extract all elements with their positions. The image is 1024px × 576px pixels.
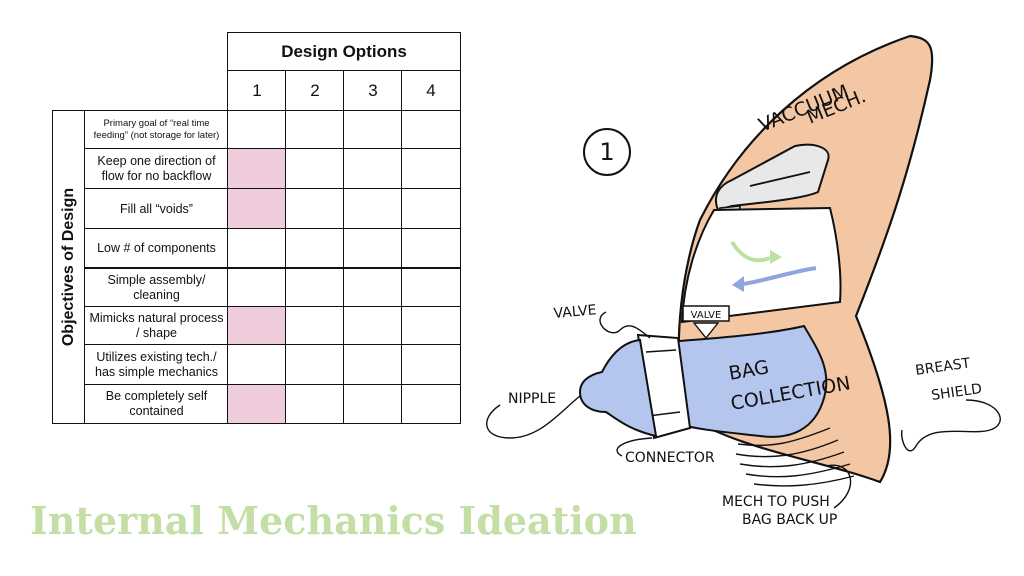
matrix-cell-option-4 (401, 228, 461, 268)
matrix-cell-option-3 (343, 344, 403, 386)
matrix-cell-option-2 (285, 110, 345, 150)
matrix-cell-option-1 (227, 384, 287, 424)
valve-label: VALVE (553, 302, 597, 322)
option-4-header: 4 (401, 70, 461, 112)
matrix-cell-option-3 (343, 148, 403, 190)
air-chamber (680, 206, 842, 324)
matrix-cell-option-2 (285, 306, 345, 346)
breast-shield-leader (901, 399, 1001, 452)
matrix-cell-option-3 (343, 268, 403, 308)
matrix-cell-option-2 (285, 148, 345, 190)
breast-shield-label-2: SHIELD (930, 381, 983, 404)
matrix-cell-option-4 (401, 306, 461, 346)
option-1-header: 1 (227, 70, 287, 112)
matrix-cell-option-2 (285, 228, 345, 268)
connector-leader (616, 437, 653, 457)
vacuum-mechanism (714, 143, 830, 212)
nipple-label: NIPPLE (508, 391, 556, 407)
matrix-cell-option-4 (401, 268, 461, 308)
device-sketch: 1 VALVE VACCUUM MECH. BAG COLLECTION VAL… (486, 34, 1001, 528)
objective-label: Keep one direction of flow for no backfl… (84, 148, 229, 190)
matrix-cell-option-2 (285, 188, 345, 230)
objectives-side-label-text: Objectives of Design (60, 187, 77, 347)
matrix-cell-option-3 (343, 306, 403, 346)
objective-label: Mimicks natural process / shape (84, 306, 229, 346)
breast-shield-label-1: BREAST (914, 355, 971, 379)
matrix-cell-option-1 (227, 148, 287, 190)
objective-label: Utilizes existing tech./ has simple mech… (84, 344, 229, 386)
valve-tag (682, 305, 730, 322)
objective-label: Simple assembly/ cleaning (84, 268, 229, 308)
matrix-cell-option-3 (343, 228, 403, 268)
green-airflow-arrow (730, 240, 771, 263)
objectives-side-label: Objectives of Design (52, 110, 86, 424)
matrix-cell-option-1 (227, 268, 287, 308)
objective-label: Be completely self contained (84, 384, 229, 424)
matrix-cell-option-1 (227, 188, 287, 230)
design-number: 1 (599, 138, 614, 166)
matrix-cell-option-4 (401, 344, 461, 386)
option-3-header: 3 (343, 70, 403, 112)
matrix-cell-option-4 (401, 110, 461, 150)
matrix-cell-option-1 (227, 110, 287, 150)
push-mech-label-2: BAG BACK UP (742, 512, 837, 528)
design-number-circle (583, 128, 631, 176)
objective-label: Primary goal of “real time feeding” (not… (84, 110, 229, 150)
objective-label: Low # of components (84, 228, 229, 268)
matrix-cell-option-2 (285, 384, 345, 424)
matrix-cell-option-3 (343, 384, 403, 424)
blue-airflow-arrow (741, 266, 817, 286)
matrix-cell-option-4 (401, 188, 461, 230)
matrix-cell-option-4 (401, 384, 461, 424)
matrix-cell-option-3 (343, 110, 403, 150)
option-2-header: 2 (285, 70, 345, 112)
objective-label: Fill all “voids” (84, 188, 229, 230)
page-title: Internal Mechanics Ideation (30, 498, 637, 543)
nipple (578, 338, 658, 438)
push-mech-label-1: MECH TO PUSH (722, 494, 830, 510)
push-mech-leader (825, 464, 852, 509)
matrix-cell-option-3 (343, 188, 403, 230)
valve-leader (599, 311, 651, 339)
matrix-cell-option-2 (285, 268, 345, 308)
push-mechanism (735, 427, 855, 487)
matrix-cell-option-1 (227, 306, 287, 346)
design-options-header: Design Options (227, 32, 461, 72)
valve-tag-text: VALVE (691, 310, 722, 321)
connector-label: CONNECTOR (625, 450, 715, 466)
matrix-cell-option-1 (227, 228, 287, 268)
matrix-cell-option-1 (227, 344, 287, 386)
matrix-cell-option-2 (285, 344, 345, 386)
nipple-leader (486, 395, 581, 439)
matrix-cell-option-4 (401, 148, 461, 190)
